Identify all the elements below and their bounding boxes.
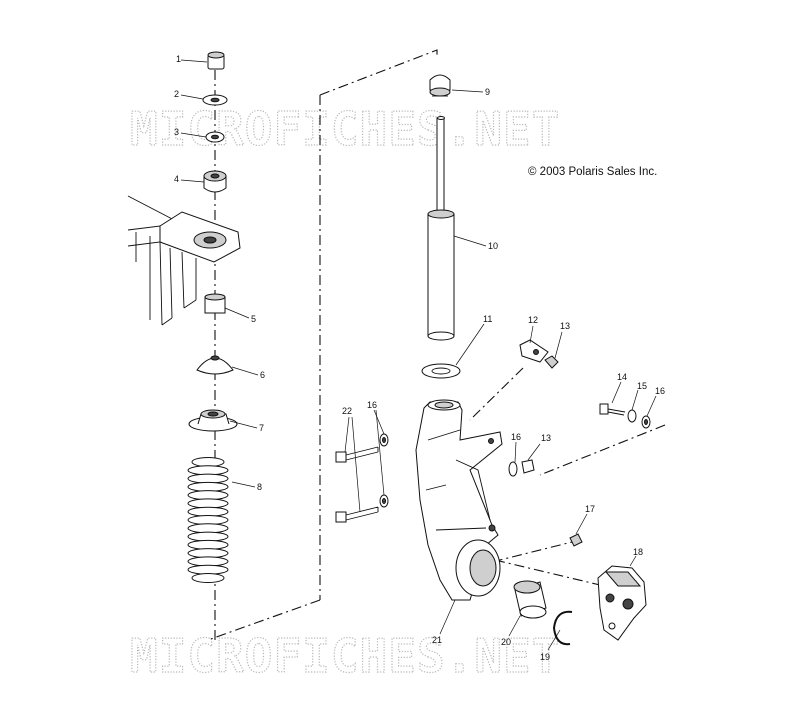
- callout-10: 10: [488, 241, 498, 251]
- part-bearing-20: [513, 580, 547, 619]
- part-washer-16-middle: [508, 461, 518, 477]
- part-nut-13-upper: [544, 355, 559, 369]
- callout-17: 17: [585, 504, 595, 514]
- part-bolts-22: [335, 446, 379, 523]
- callout-7: 7: [259, 423, 264, 433]
- callout-8: 8: [257, 482, 262, 492]
- callout-14: 14: [617, 372, 627, 382]
- callout-19: 19: [540, 652, 550, 662]
- part-washer-11: [421, 363, 461, 379]
- part-washers-16-left: [379, 433, 389, 508]
- part-bushing-4: [203, 170, 227, 193]
- callout-16-right: 16: [655, 386, 665, 396]
- part-spacer-5: [204, 293, 226, 314]
- part-grease-fitting-17: [569, 533, 583, 547]
- callout-9: 9: [485, 87, 490, 97]
- callout-20: 20: [501, 637, 511, 647]
- part-clamp-12: [519, 339, 549, 363]
- callout-22: 22: [342, 406, 352, 416]
- callout-12: 12: [528, 315, 538, 325]
- callout-6: 6: [260, 370, 265, 380]
- part-washer-3: [205, 131, 225, 143]
- part-lock-washer-15: [627, 409, 637, 423]
- part-washer-16-right: [641, 415, 651, 429]
- callout-1: 1: [176, 54, 181, 64]
- callout-16-left: 16: [367, 400, 377, 410]
- watermark-top: MICROFICHES.NET: [130, 102, 560, 156]
- part-nut-1: [207, 51, 225, 70]
- part-cup-6: [196, 355, 234, 375]
- part-snap-ring-19: [552, 610, 573, 646]
- callout-15: 15: [637, 381, 647, 391]
- callout-3: 3: [174, 127, 179, 137]
- watermark-bottom: MICROFICHES.NET: [130, 629, 560, 683]
- callout-5: 5: [251, 314, 256, 324]
- callout-2: 2: [174, 89, 179, 99]
- callout-4: 4: [174, 174, 179, 184]
- callout-18: 18: [633, 547, 643, 557]
- frame-mount-bracket: [127, 195, 241, 326]
- part-shock-absorber-10: [427, 116, 455, 341]
- callout-16-middle: 16: [511, 432, 521, 442]
- part-washer-2: [202, 94, 228, 106]
- part-bolt-14: [599, 403, 626, 416]
- part-spindle-21: [415, 399, 503, 601]
- callout-13-lower: 13: [541, 433, 551, 443]
- callout-21: 21: [432, 635, 442, 645]
- leader-lines: [180, 59, 657, 651]
- copyright-text: © 2003 Polaris Sales Inc.: [528, 166, 657, 178]
- callout-labels: 1 2 3 4 5 6 7 8 9 10 11 12 13 13 14 15 1…: [174, 54, 665, 662]
- callout-13-upper: 13: [560, 321, 570, 331]
- part-bump-stop-9: [429, 74, 451, 97]
- part-spring-seat-7: [188, 409, 238, 432]
- part-caliper-18: [597, 565, 647, 641]
- callout-11: 11: [483, 314, 492, 324]
- part-coil-spring-8: [187, 457, 229, 583]
- part-nut-13-lower: [521, 459, 535, 474]
